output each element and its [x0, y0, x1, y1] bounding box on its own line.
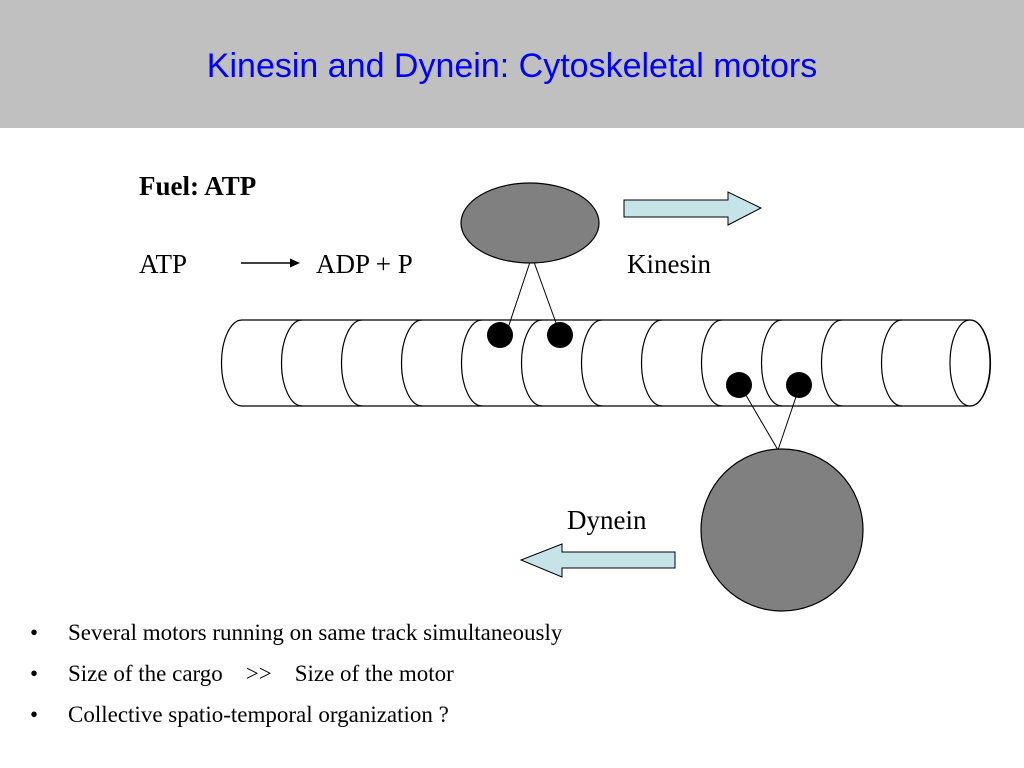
- bullet-text: Size of the cargo >> Size of the motor: [68, 661, 454, 686]
- track-segment: [820, 319, 843, 407]
- track-segment: [700, 319, 723, 407]
- reaction-arrow: [241, 258, 300, 268]
- kinesin-head: [487, 322, 513, 348]
- track-segment: [520, 319, 543, 407]
- track-segment: [280, 319, 303, 407]
- slide-title: Kinesin and Dynein: Cytoskeletal motors: [206, 47, 818, 85]
- bullet-marker: •: [30, 620, 39, 645]
- track-body: [220, 319, 992, 407]
- title-bar: Kinesin and Dynein: Cytoskeletal motors: [0, 0, 1024, 128]
- bullet-list: • Several motors running on same track si…: [30, 614, 562, 737]
- track-end-cap: [949, 319, 991, 407]
- bullet-marker: •: [30, 661, 39, 686]
- track-segment: [640, 319, 663, 407]
- kinesin-direction-arrow: [623, 191, 763, 226]
- track-segment: [340, 319, 363, 407]
- kinesin-label: Kinesin: [627, 249, 711, 279]
- track-segment: [880, 319, 903, 407]
- dynein-direction-arrow: [519, 543, 676, 578]
- track-segment: [460, 319, 483, 407]
- kinesin-cargo: [460, 182, 600, 264]
- track-segment: [760, 319, 783, 407]
- kinesin-head: [547, 322, 573, 348]
- kinesin-leg: [533, 261, 561, 335]
- dynein-head: [786, 372, 812, 398]
- dynein-label: Dynein: [567, 505, 647, 535]
- dynein-head: [726, 372, 752, 398]
- track-segment: [580, 319, 603, 407]
- dynein-cargo: [700, 448, 864, 612]
- bullet-marker: •: [30, 702, 39, 727]
- bullet-item: • Collective spatio-temporal organization…: [30, 696, 562, 737]
- bullet-item: • Several motors running on same track si…: [30, 614, 562, 655]
- fuel-heading: Fuel: ATP: [139, 171, 257, 201]
- dynein-motor: [700, 372, 864, 612]
- kinesin-motor: [460, 182, 600, 348]
- microtubule-track: [220, 319, 992, 407]
- reaction-reactant: ATP: [139, 249, 188, 279]
- dynein-leg: [739, 384, 779, 451]
- kinesin-leg: [505, 261, 531, 335]
- reaction-products: ADP + P: [316, 249, 413, 279]
- bullet-text: Several motors running on same track sim…: [68, 620, 563, 645]
- bullet-item: • Size of the cargo >> Size of the motor: [30, 655, 562, 696]
- bullet-text: Collective spatio-temporal organization …: [68, 702, 449, 727]
- track-segment: [400, 319, 423, 407]
